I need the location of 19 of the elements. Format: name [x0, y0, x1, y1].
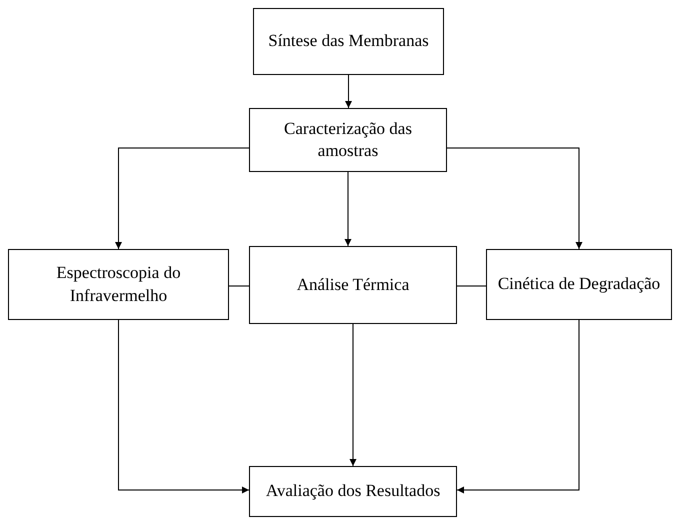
process-box [486, 249, 672, 320]
box-label: Cinética de Degradação [498, 273, 660, 296]
process-box [253, 8, 444, 75]
box-label: Caracterização das amostras [283, 118, 413, 162]
arrow [115, 148, 250, 250]
process-box [249, 108, 447, 172]
arrow [456, 320, 580, 494]
box-label: Análise Térmica [296, 274, 410, 296]
process-box [249, 466, 457, 517]
arrow [118, 320, 250, 494]
arrow [350, 324, 356, 466]
process-box [8, 249, 229, 320]
box-label: Síntese das Membranas [268, 30, 429, 52]
box-label: Avaliação dos Resultados [266, 480, 440, 502]
arrow [344, 172, 352, 246]
arrow [446, 148, 582, 250]
box-label: Espectroscopia do Infravermelho [55, 262, 182, 306]
process-box [249, 246, 457, 324]
arrow [345, 74, 352, 108]
